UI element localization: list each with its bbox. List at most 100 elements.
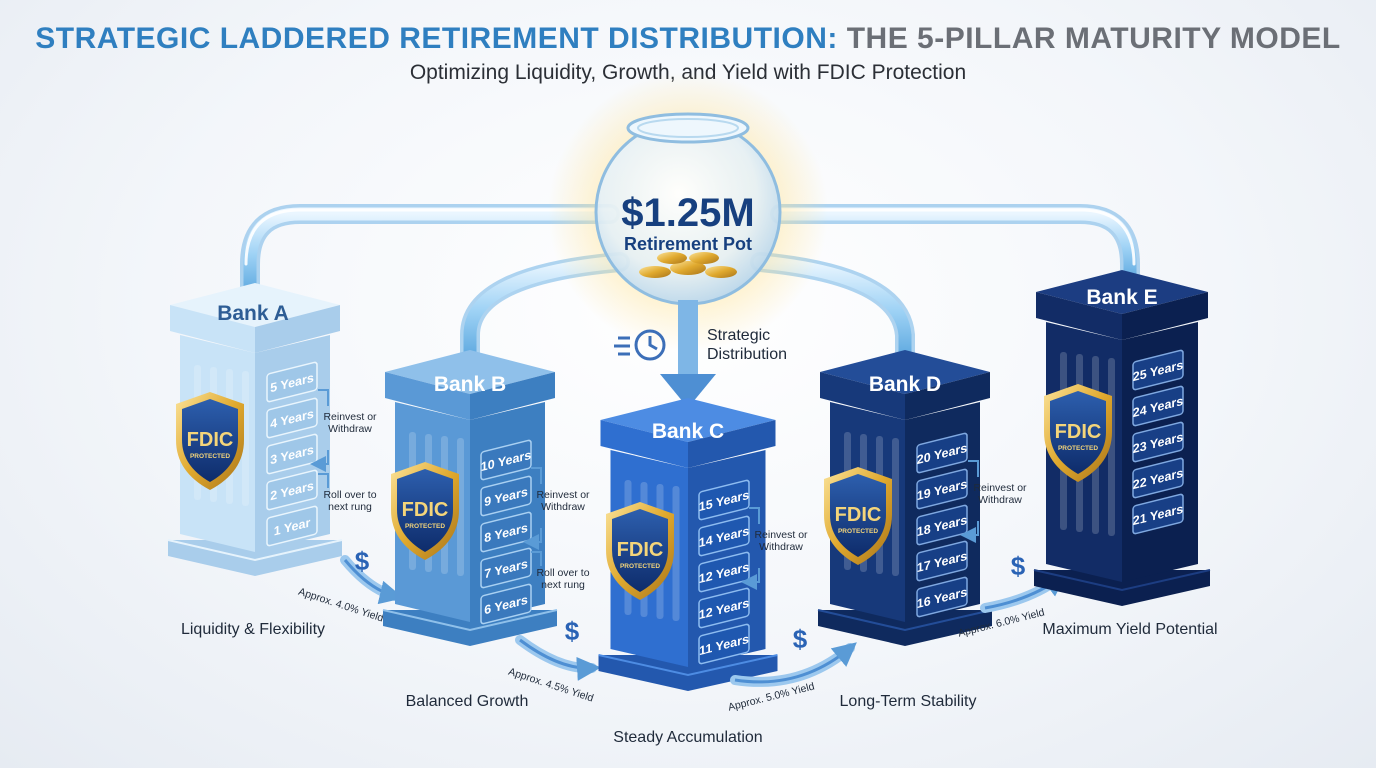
maturity-rung: 25 Years xyxy=(1132,349,1184,391)
pillar-capital-side xyxy=(688,420,776,468)
pillar-capital-front xyxy=(170,305,255,353)
maturity-rung: 5 Years xyxy=(266,361,318,403)
maturity-rung: 2 Years xyxy=(266,469,318,511)
pillar-capital-front xyxy=(385,372,470,420)
reinvest-label: Withdraw xyxy=(328,423,372,435)
reinvest-arrow xyxy=(960,521,979,543)
pillar-caption: Balanced Growth xyxy=(406,693,529,710)
pot-label: Retirement Pot xyxy=(624,234,752,254)
rollover-label: Roll over to xyxy=(323,489,376,501)
reinvest-arrow xyxy=(741,568,760,590)
badge-text-protected: PROTECTED xyxy=(838,528,878,535)
rollover-label: next rung xyxy=(541,579,585,591)
maturity-rung: 17 Years xyxy=(916,540,968,582)
maturity-rung: 16 Years xyxy=(916,576,968,618)
maturity-rung: 9 Years xyxy=(480,475,532,517)
bank-name: Bank C xyxy=(652,420,724,443)
rung-box xyxy=(1132,421,1184,463)
reinvest-label: Withdraw xyxy=(759,541,803,553)
reinvest-arrow xyxy=(310,450,329,472)
title-part-1: STRATEGIC LADDERED RETIREMENT DISTRIBUTI… xyxy=(35,22,838,55)
maturity-rung: 20 Years xyxy=(916,432,968,474)
rung-box xyxy=(1132,457,1184,499)
maturity-rung: 12 Years xyxy=(698,587,750,629)
rollover-label: Roll over to xyxy=(536,567,589,579)
yield-label: Approx. 4.0% Yield xyxy=(297,586,385,625)
fdic-shield-icon: FDIC PROTECTED xyxy=(1044,384,1112,482)
rung-box xyxy=(1132,385,1184,427)
reinvest-bracket xyxy=(531,467,542,484)
rollover-label: next rung xyxy=(328,501,372,513)
maturity-rung: 18 Years xyxy=(916,504,968,546)
dollar-icon: $ xyxy=(1011,551,1026,581)
reinvest-bracket xyxy=(749,507,760,524)
yield-flow-line xyxy=(343,559,404,605)
maturity-rung: 19 Years xyxy=(916,468,968,510)
pillar-caption: Steady Accumulation xyxy=(613,729,762,746)
rung-box xyxy=(916,468,968,510)
maturity-rung: 4 Years xyxy=(266,397,318,439)
bank-name: Bank D xyxy=(869,373,941,396)
shield-face xyxy=(1050,391,1106,474)
maturity-rung: 10 Years xyxy=(480,439,532,481)
rung-box xyxy=(480,583,532,625)
badge-text-protected: PROTECTED xyxy=(620,563,660,570)
rung-box xyxy=(916,540,968,582)
bank-name: Bank E xyxy=(1086,286,1157,309)
fdic-shield-icon: FDIC PROTECTED xyxy=(606,502,674,600)
shield-face xyxy=(612,509,668,592)
maturity-rung: 22 Years xyxy=(1132,457,1184,499)
pillar-capital-side xyxy=(470,372,555,420)
reinvest-bracket xyxy=(318,389,329,406)
rung-box xyxy=(266,505,318,547)
yield-flow-arrow xyxy=(515,635,597,674)
rung-box xyxy=(916,504,968,546)
title-part-2: THE 5-PILLAR MATURITY MODEL xyxy=(846,22,1341,55)
pillar-capital-side xyxy=(905,372,990,420)
coin-stack xyxy=(639,252,737,278)
yield-flow-arrow xyxy=(340,555,400,601)
reinvest-label: Reinvest or xyxy=(973,482,1027,494)
pot-amount: $1.25M xyxy=(621,191,754,235)
reinvest-label: Reinvest or xyxy=(754,529,808,541)
clock-icon xyxy=(614,329,666,361)
pillar-base-edge xyxy=(1033,569,1211,592)
shield-face xyxy=(830,474,886,557)
badge-text-fdic: FDIC xyxy=(617,539,664,561)
rung-box xyxy=(698,479,750,521)
pillar-caption: Liquidity & Flexibility xyxy=(181,621,325,638)
pillar-caption: Long-Term Stability xyxy=(840,693,977,710)
rung-box xyxy=(698,587,750,629)
rung-box xyxy=(480,439,532,481)
maturity-rung: 11 Years xyxy=(698,623,750,665)
page-title: STRATEGIC LADDERED RETIREMENT DISTRIBUTI… xyxy=(0,22,1376,56)
pillar-base-edge xyxy=(598,654,778,677)
pillar-capital-front xyxy=(600,420,688,468)
maturity-rung: 23 Years xyxy=(1132,421,1184,463)
distribution-label-line2: Distribution xyxy=(707,346,787,363)
dollar-icon: $ xyxy=(565,616,580,646)
yield-flow-line xyxy=(734,642,857,684)
rung-box xyxy=(1132,349,1184,391)
distribution-arrow xyxy=(660,300,716,408)
bank-name: Bank B xyxy=(434,373,506,396)
badge-text-protected: PROTECTED xyxy=(1058,445,1098,452)
pillar-base-edge xyxy=(817,609,993,632)
badge-text-fdic: FDIC xyxy=(187,429,234,451)
badge-text-protected: PROTECTED xyxy=(405,523,445,530)
badge-text-fdic: FDIC xyxy=(1055,421,1102,443)
maturity-rung: 7 Years xyxy=(480,547,532,589)
rung-box xyxy=(266,397,318,439)
pillar-base-edge xyxy=(382,609,558,632)
rung-box xyxy=(480,475,532,517)
pillar-flute xyxy=(457,438,464,576)
reinvest-label: Withdraw xyxy=(541,501,585,513)
maturity-rung: 3 Years xyxy=(266,433,318,475)
